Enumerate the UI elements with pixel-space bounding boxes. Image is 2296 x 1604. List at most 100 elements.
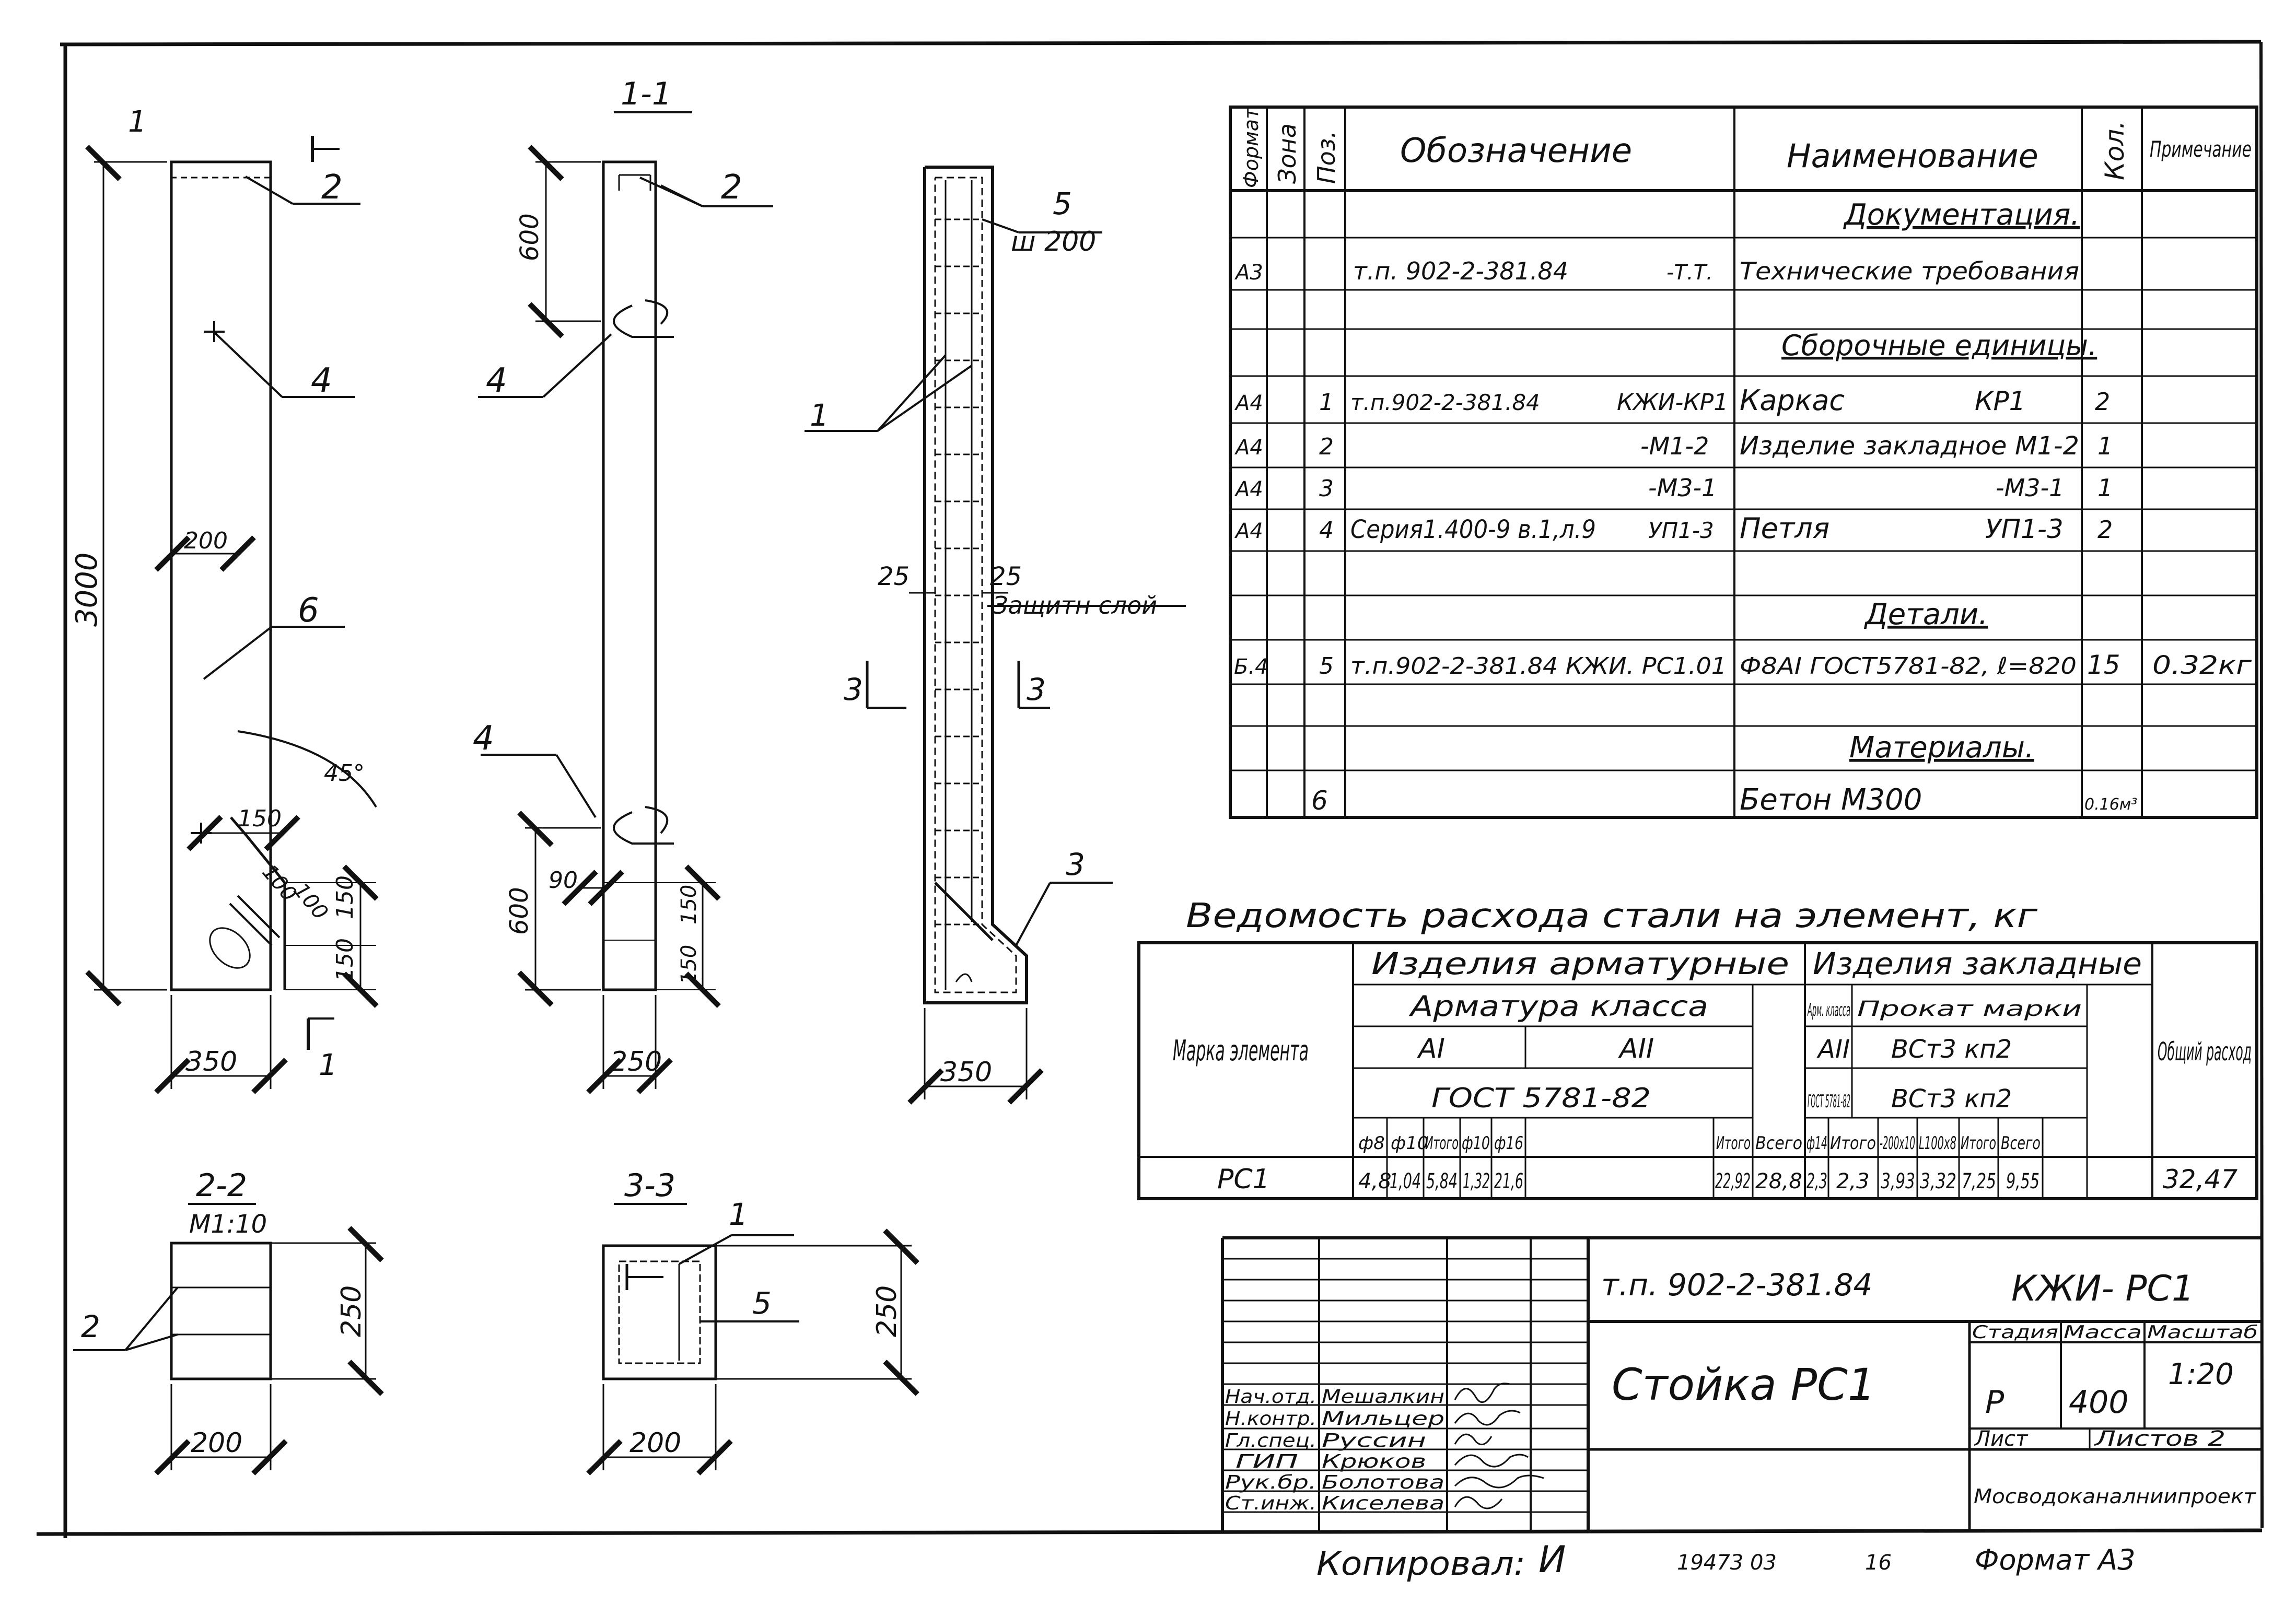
spec-cell-designation: т.п.902-2-381.84 [1350, 390, 1540, 415]
steel-sub-header: ф10 [1391, 1133, 1428, 1154]
footer-format: Формат А3 [1975, 1543, 2136, 1576]
steel-table: Ведомость расхода стали на элемент, кг [1137, 897, 2258, 1200]
spec-cell-qty: 2 [2097, 516, 2113, 544]
spec-cell-format: А4 [1234, 519, 1263, 543]
front-dim-150-b: 150 [332, 875, 358, 919]
title-sheets-label: Листов 2 [2093, 1427, 2225, 1451]
spec-cell-name: Технические требования [1740, 257, 2079, 285]
title-block: т.п. 902-2-381.84 КЖИ- РС1 Стойка РС1 Ст… [1221, 1236, 2262, 1530]
spec-cell-pos: 4 [1319, 517, 1334, 544]
title-signatures [1454, 1383, 1544, 1509]
spec-cell-name-suffix: УП1-3 [1985, 514, 2064, 544]
footer-page-number: 16 [1865, 1551, 1892, 1575]
cage-cover-right: 25 [990, 562, 1022, 591]
section-3-3-width-dim: 200 [630, 1427, 681, 1459]
section-1-1-leader-4-bottom: 4 [473, 719, 494, 758]
spec-row: Детали. [1863, 598, 1988, 631]
steel-mark-header: Марка элемента [1173, 1034, 1309, 1067]
spec-cell-designation: т.п.902-2-381.84 КЖИ. РС1.01 [1350, 653, 1727, 680]
spec-cell-format: А3 [1234, 261, 1263, 285]
spec-cell-designation-suffix: -М1-2 [1640, 432, 1709, 460]
cage-cut-right: 3 [1027, 672, 1046, 707]
spec-cell-pos: 6 [1311, 786, 1328, 816]
spec-row: А4 1 т.п.902-2-381.84 КЖИ-КР1 Каркас КР1… [1234, 384, 2110, 417]
spec-cell-qty: 0.16м³ [2084, 795, 2137, 814]
spec-cell-name: Бетон М300 [1740, 783, 1922, 817]
spec-cell-name: Изделие закладное М1-2 [1740, 431, 2079, 461]
spec-section-materials: Материалы. [1849, 731, 2034, 765]
steel-title: Ведомость расхода стали на элемент, кг [1186, 897, 2037, 935]
section-3-3-leader-1: 1 [729, 1197, 748, 1232]
section-1-1-leader-4-top: 4 [486, 361, 507, 400]
steel-sub-header: Итого [1830, 1133, 1876, 1154]
role-name: Крюков [1322, 1451, 1426, 1472]
cage-width-dim: 350 [940, 1057, 992, 1088]
spec-header-note: Примечание [2150, 136, 2252, 162]
spec-cell-format: А4 [1234, 391, 1263, 415]
title-scale: 1:20 [2168, 1357, 2234, 1391]
steel-row-value: 3,32 [1920, 1169, 1956, 1193]
steel-row-value: 1,32 [1463, 1169, 1490, 1193]
spec-cell-note: 0.32кг [2152, 651, 2252, 680]
cage-cover-text: Защитн слой [993, 591, 1157, 619]
title-project-code: т.п. 902-2-381.84 [1601, 1267, 1872, 1303]
cage-leader-3: 3 [1066, 847, 1085, 882]
section-1-1: 1-1 2 4 4 600 [473, 76, 773, 1094]
section-2-2-scale: M1:10 [189, 1210, 267, 1239]
spec-cell-qty: 2 [2095, 388, 2110, 416]
section-2-2-height-dim: 250 [336, 1285, 367, 1337]
steel-total-header: Общий расход [2158, 1037, 2252, 1067]
title-drawing-name: Стойка РС1 [1612, 1359, 1875, 1410]
steel-row-value: 22,92 [1715, 1169, 1751, 1193]
steel-sub-header: L100х8 [1919, 1133, 1956, 1154]
spec-cell-pos: 3 [1319, 475, 1334, 502]
spec-header-format: Формат [1240, 107, 1263, 188]
spec-cell-name-suffix: КР1 [1975, 386, 2025, 416]
steel-sub-header: Итого [1961, 1133, 1996, 1154]
role-label: Нач.отд. [1225, 1386, 1316, 1408]
steel-sub-header: ф14 [1807, 1133, 1827, 1154]
section-2-2: 2-2 M1:10 2 250 200 [73, 1167, 384, 1476]
section-1-1-leader-2: 2 [721, 168, 742, 207]
section-1-1-dim-150-a: 150 [677, 885, 701, 924]
steel-prokat: Прокат марки [1857, 997, 2082, 1021]
steel-row-value: 2,3 [1807, 1169, 1827, 1193]
steel-sub-header: ф16 [1494, 1133, 1523, 1154]
section-3-3-height-dim: 250 [871, 1285, 903, 1337]
spec-header-designation: Обозначение [1400, 132, 1632, 170]
role-label: Гл.спец. [1225, 1430, 1316, 1451]
role-name: Мильцер [1322, 1408, 1444, 1430]
footer-copied-sign: И [1539, 1538, 1566, 1581]
footer-archive-number: 19473 03 [1677, 1551, 1777, 1575]
spec-cell-format: А4 [1234, 477, 1263, 501]
spec-cell-name: Ф8АI ГОСТ5781-82, ℓ=820 [1740, 653, 2077, 680]
steel-group-reinforcing: Изделия арматурные [1371, 946, 1789, 981]
section-2-2-title: 2-2 [196, 1167, 247, 1204]
steel-sub-headers: ф8 ф10 Итого ф10 ф16 Итого Всего ф14 Ито… [1358, 1133, 2041, 1154]
front-angle: 45° [324, 760, 365, 787]
spec-row: Материалы. [1849, 731, 2034, 765]
cage-leader-5-sub: ш 200 [1011, 226, 1096, 257]
front-height-dim: 3000 [70, 552, 104, 627]
section-3-3-leader-5: 5 [752, 1285, 772, 1321]
footer: Копировал: И 19473 03 16 Формат А3 [1316, 1538, 2136, 1583]
spec-row: Сборочные единицы. [1781, 329, 2097, 362]
spec-cell-designation: Серия1.400-9 в.1,л.9 [1350, 515, 1596, 544]
steel-sub-header: Итого [1716, 1133, 1751, 1154]
sheet-frame [36, 40, 2264, 1538]
title-scale-label: Масштаб [2147, 1322, 2258, 1343]
spec-row: Б.4 5 т.п.902-2-381.84 КЖИ. РС1.01 Ф8АI … [1234, 650, 2252, 680]
steel-sub-header: Итого [1425, 1133, 1459, 1154]
front-width-dim: 350 [185, 1046, 237, 1078]
cage-stirrups [935, 218, 982, 926]
steel-arm-gost: ГОСТ 5781-82 [1808, 1091, 1850, 1112]
steel-sub-header: -200х10 [1880, 1133, 1915, 1154]
steel-row-value: 3,93 [1881, 1169, 1915, 1193]
spec-cell-name: Каркас [1740, 384, 1845, 417]
spec-cell-pos: 5 [1319, 653, 1334, 680]
steel-row-value: 7,25 [1962, 1169, 1996, 1193]
front-leader-6: 6 [298, 591, 319, 630]
spec-row: 6 Бетон М300 0.16м³ [1311, 783, 2137, 817]
steel-group-embedded: Изделия закладные [1813, 946, 2142, 981]
front-cut-mark: 1 [128, 105, 147, 139]
